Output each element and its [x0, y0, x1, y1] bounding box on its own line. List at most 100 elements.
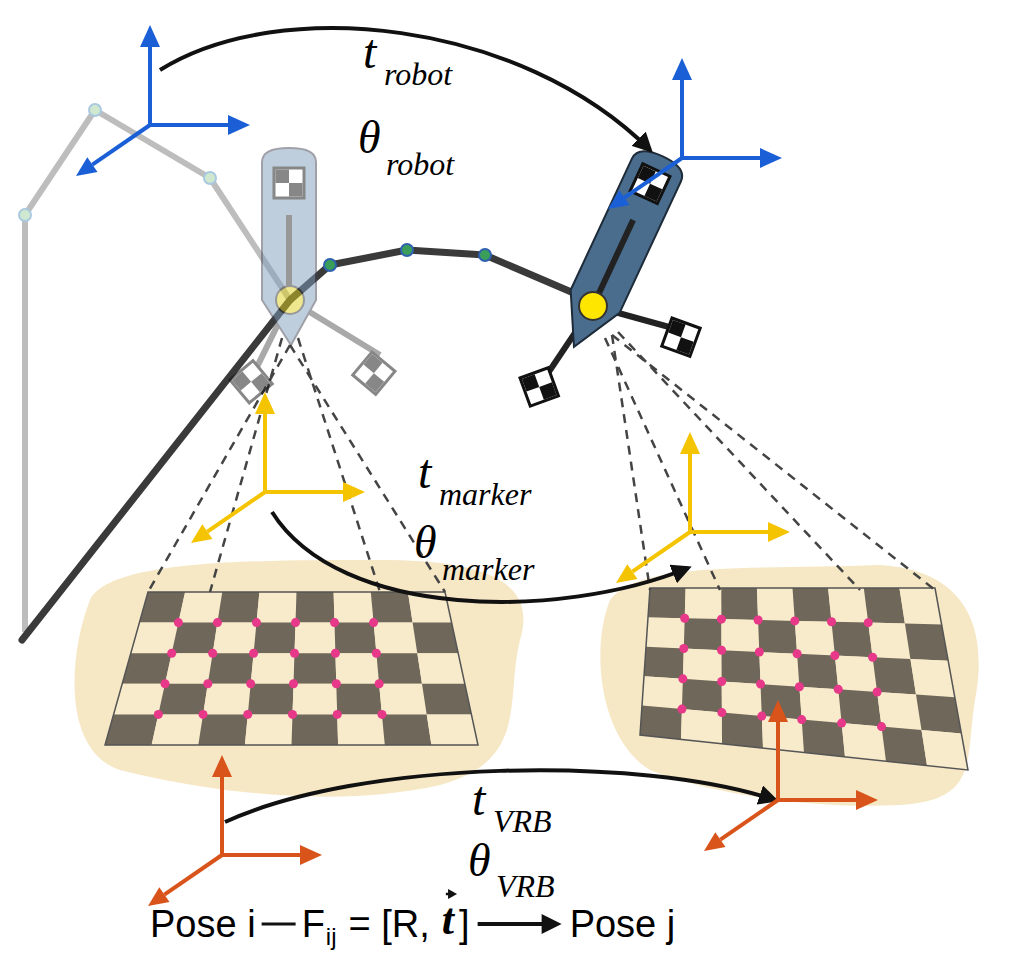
corner-dot: [330, 618, 339, 627]
math-symbol: t: [472, 775, 485, 823]
surface-ground: [75, 560, 524, 797]
corner-dot: [827, 617, 836, 626]
board-cell: [203, 684, 251, 715]
math-symbol: t: [363, 28, 376, 76]
corner-dot: [754, 616, 763, 625]
corner-dot: [291, 618, 300, 627]
corner-dot: [757, 712, 766, 721]
board-cell: [165, 653, 213, 684]
board-cell: [294, 653, 337, 684]
corner-dot: [174, 618, 183, 627]
board-cell: [864, 588, 905, 624]
corner-dot: [717, 615, 726, 624]
board-cell: [916, 695, 961, 734]
marker-frame: [191, 392, 365, 543]
transform-formula: = [R,: [349, 905, 430, 943]
board-cell: [427, 714, 478, 745]
vrb-frame: [148, 755, 322, 906]
board-cell: [648, 588, 686, 618]
corner-dot: [154, 710, 163, 719]
corner-dot: [208, 649, 217, 658]
board-cell: [382, 714, 432, 745]
corner-dot: [243, 710, 252, 719]
board-cell: [245, 714, 293, 745]
corner-dot: [333, 710, 342, 719]
pose-label: Pose j: [570, 905, 676, 943]
board-cell: [376, 653, 422, 684]
tool-previous: [230, 148, 395, 403]
robot-frame: [608, 58, 782, 209]
corner-dot: [837, 719, 846, 728]
board-cell: [922, 730, 969, 770]
corner-dot: [331, 649, 340, 658]
board-cell: [293, 684, 338, 715]
board-cell: [295, 623, 336, 654]
board-cell: [254, 623, 296, 654]
board-cell: [336, 684, 382, 715]
board-cell: [292, 714, 339, 745]
dash-line: [262, 923, 296, 926]
board-cell: [877, 692, 921, 730]
subscript: robot: [386, 148, 454, 180]
transform-symbol: F: [302, 905, 325, 943]
board-cell: [335, 653, 379, 684]
subscript: marker: [439, 478, 531, 510]
corner-dot: [369, 618, 378, 627]
corner-dot: [332, 679, 341, 688]
board-cell: [335, 623, 377, 654]
board-cell: [152, 714, 204, 745]
board-cell: [371, 592, 413, 623]
board-cell: [334, 592, 374, 623]
corner-dot: [246, 679, 255, 688]
robot-frame: [76, 25, 250, 176]
board-cell: [208, 653, 254, 684]
corner-dot: [790, 616, 799, 625]
corner-dot: [677, 705, 686, 714]
board-cell: [685, 588, 722, 619]
corner-dot: [756, 680, 765, 689]
checkerboard: [105, 588, 968, 770]
board-edge: [640, 588, 968, 770]
vrb-frame: [704, 700, 878, 851]
vector-symbol: t: [442, 898, 454, 942]
board-cell: [793, 588, 832, 622]
board-cell: [213, 623, 257, 654]
board-cell: [374, 623, 418, 654]
marker-frame: [616, 432, 790, 583]
board-cell: [721, 588, 758, 620]
corner-dot: [834, 685, 843, 694]
corner-dot: [372, 649, 381, 658]
corner-dot: [199, 710, 208, 719]
board-cell: [759, 652, 799, 687]
board-cell: [828, 588, 868, 623]
corner-dot: [797, 715, 806, 724]
corner-dot: [873, 687, 882, 696]
corner-dot: [167, 649, 176, 658]
board-cell: [684, 618, 722, 650]
corner-dot: [755, 648, 764, 657]
board-cell: [832, 622, 873, 658]
camera-view-line: [148, 332, 935, 592]
corner-dot: [377, 710, 386, 719]
corner-dot: [679, 644, 688, 653]
board-cell: [722, 650, 761, 684]
corner-dot: [289, 679, 298, 688]
board-cell: [910, 659, 954, 697]
surface-ground: [600, 565, 978, 806]
corner-dot: [717, 677, 726, 686]
board-cell: [257, 592, 297, 623]
board-cell: [251, 653, 295, 684]
corner-dot: [717, 708, 726, 717]
corner-dot: [249, 649, 258, 658]
board-cell: [797, 654, 838, 690]
board-cell: [882, 727, 928, 766]
board-cell: [640, 706, 682, 740]
corner-dot: [252, 618, 261, 627]
board-cell: [842, 723, 886, 761]
corner-dot: [680, 614, 689, 623]
board-cell: [722, 682, 762, 717]
math-symbol: θ: [414, 520, 437, 566]
math-symbol: t: [418, 448, 431, 496]
board-cell: [158, 684, 208, 715]
corner-dot: [795, 682, 804, 691]
